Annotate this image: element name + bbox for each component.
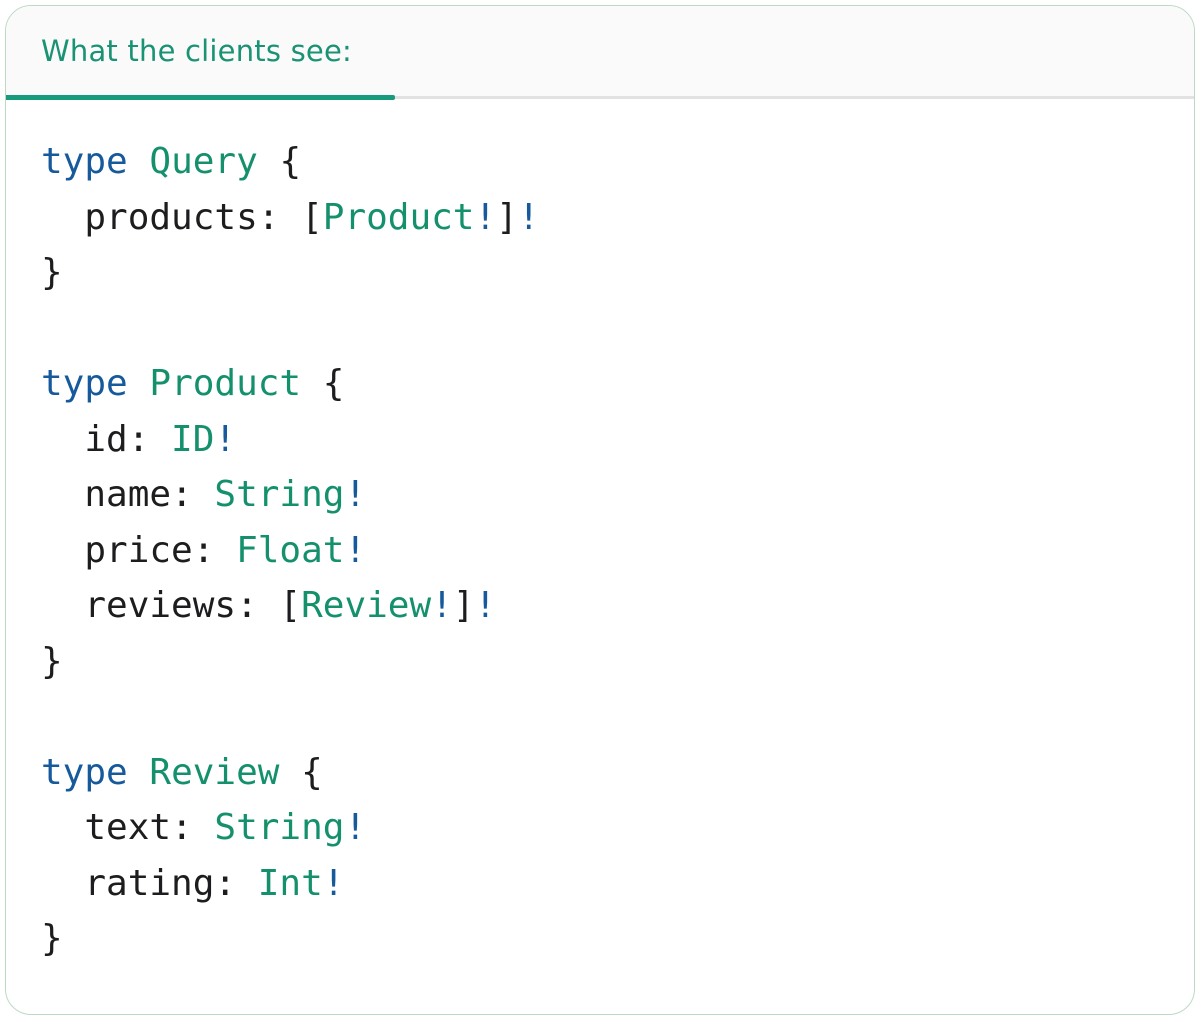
code-token: Query [149, 141, 258, 182]
code-line: products: [Product!]! [41, 190, 1164, 246]
code-token: ID [171, 418, 215, 460]
code-line: price: Float! [41, 523, 1164, 579]
code-token: type [41, 751, 128, 793]
code-token: type [41, 141, 128, 182]
code-token: type [41, 363, 128, 404]
code-token: rating: [41, 862, 258, 904]
active-tab-underline [6, 95, 395, 100]
code-line: id: ID! [41, 412, 1164, 468]
code-token: reviews: [ [41, 585, 302, 626]
code-token: { [301, 363, 345, 404]
code-token: } [41, 918, 63, 959]
code-token [128, 141, 150, 182]
code-token: price: [41, 529, 237, 571]
code-line: type Review { [41, 745, 1164, 801]
code-token: Int [257, 862, 323, 904]
tab-bar: What the clients see: [6, 6, 1194, 100]
code-token: ! [344, 807, 367, 848]
code-line: } [41, 634, 1164, 690]
code-token: Review [301, 585, 432, 626]
code-token: Product [322, 196, 475, 238]
code-token [128, 752, 150, 793]
code-token: ] [496, 196, 518, 238]
code-token: products: [ [41, 196, 323, 238]
code-token: ] [452, 585, 475, 626]
code-token: ! [344, 529, 367, 571]
code-token: String [214, 807, 345, 848]
code-token: } [41, 640, 63, 682]
code-block: type Query { products: [Product!]!}type … [6, 99, 1194, 967]
code-token: ! [214, 418, 237, 460]
code-token: text: [41, 807, 215, 848]
code-token: Review [149, 751, 280, 793]
code-token: ! [322, 862, 345, 904]
code-token [128, 363, 150, 404]
code-line: rating: Int! [41, 856, 1164, 912]
code-token: { [257, 141, 302, 182]
code-token: ! [474, 585, 497, 626]
code-line: type Query { [41, 134, 1164, 190]
code-line [41, 301, 1164, 357]
code-line: name: String! [41, 467, 1164, 523]
code-token: id: [41, 418, 172, 460]
tab-what-the-clients-see[interactable]: What the clients see: [6, 6, 352, 96]
code-token: name: [41, 474, 215, 515]
code-token: Product [149, 363, 302, 404]
code-token: { [279, 751, 323, 793]
code-token: ! [474, 196, 497, 238]
code-line: type Product { [41, 356, 1164, 412]
code-token: ! [344, 474, 367, 515]
code-line: reviews: [Review!]! [41, 578, 1164, 634]
code-line: } [41, 245, 1164, 301]
code-line: } [41, 911, 1164, 967]
tab-label: What the clients see: [41, 34, 352, 68]
code-line: text: String! [41, 800, 1164, 856]
code-token: String [214, 474, 345, 515]
code-line [41, 689, 1164, 745]
code-token: ! [517, 196, 540, 238]
schema-card: What the clients see: type Query { produ… [5, 5, 1195, 1015]
code-token: Float [236, 529, 345, 571]
code-token: } [41, 252, 63, 293]
code-token: ! [431, 585, 453, 626]
